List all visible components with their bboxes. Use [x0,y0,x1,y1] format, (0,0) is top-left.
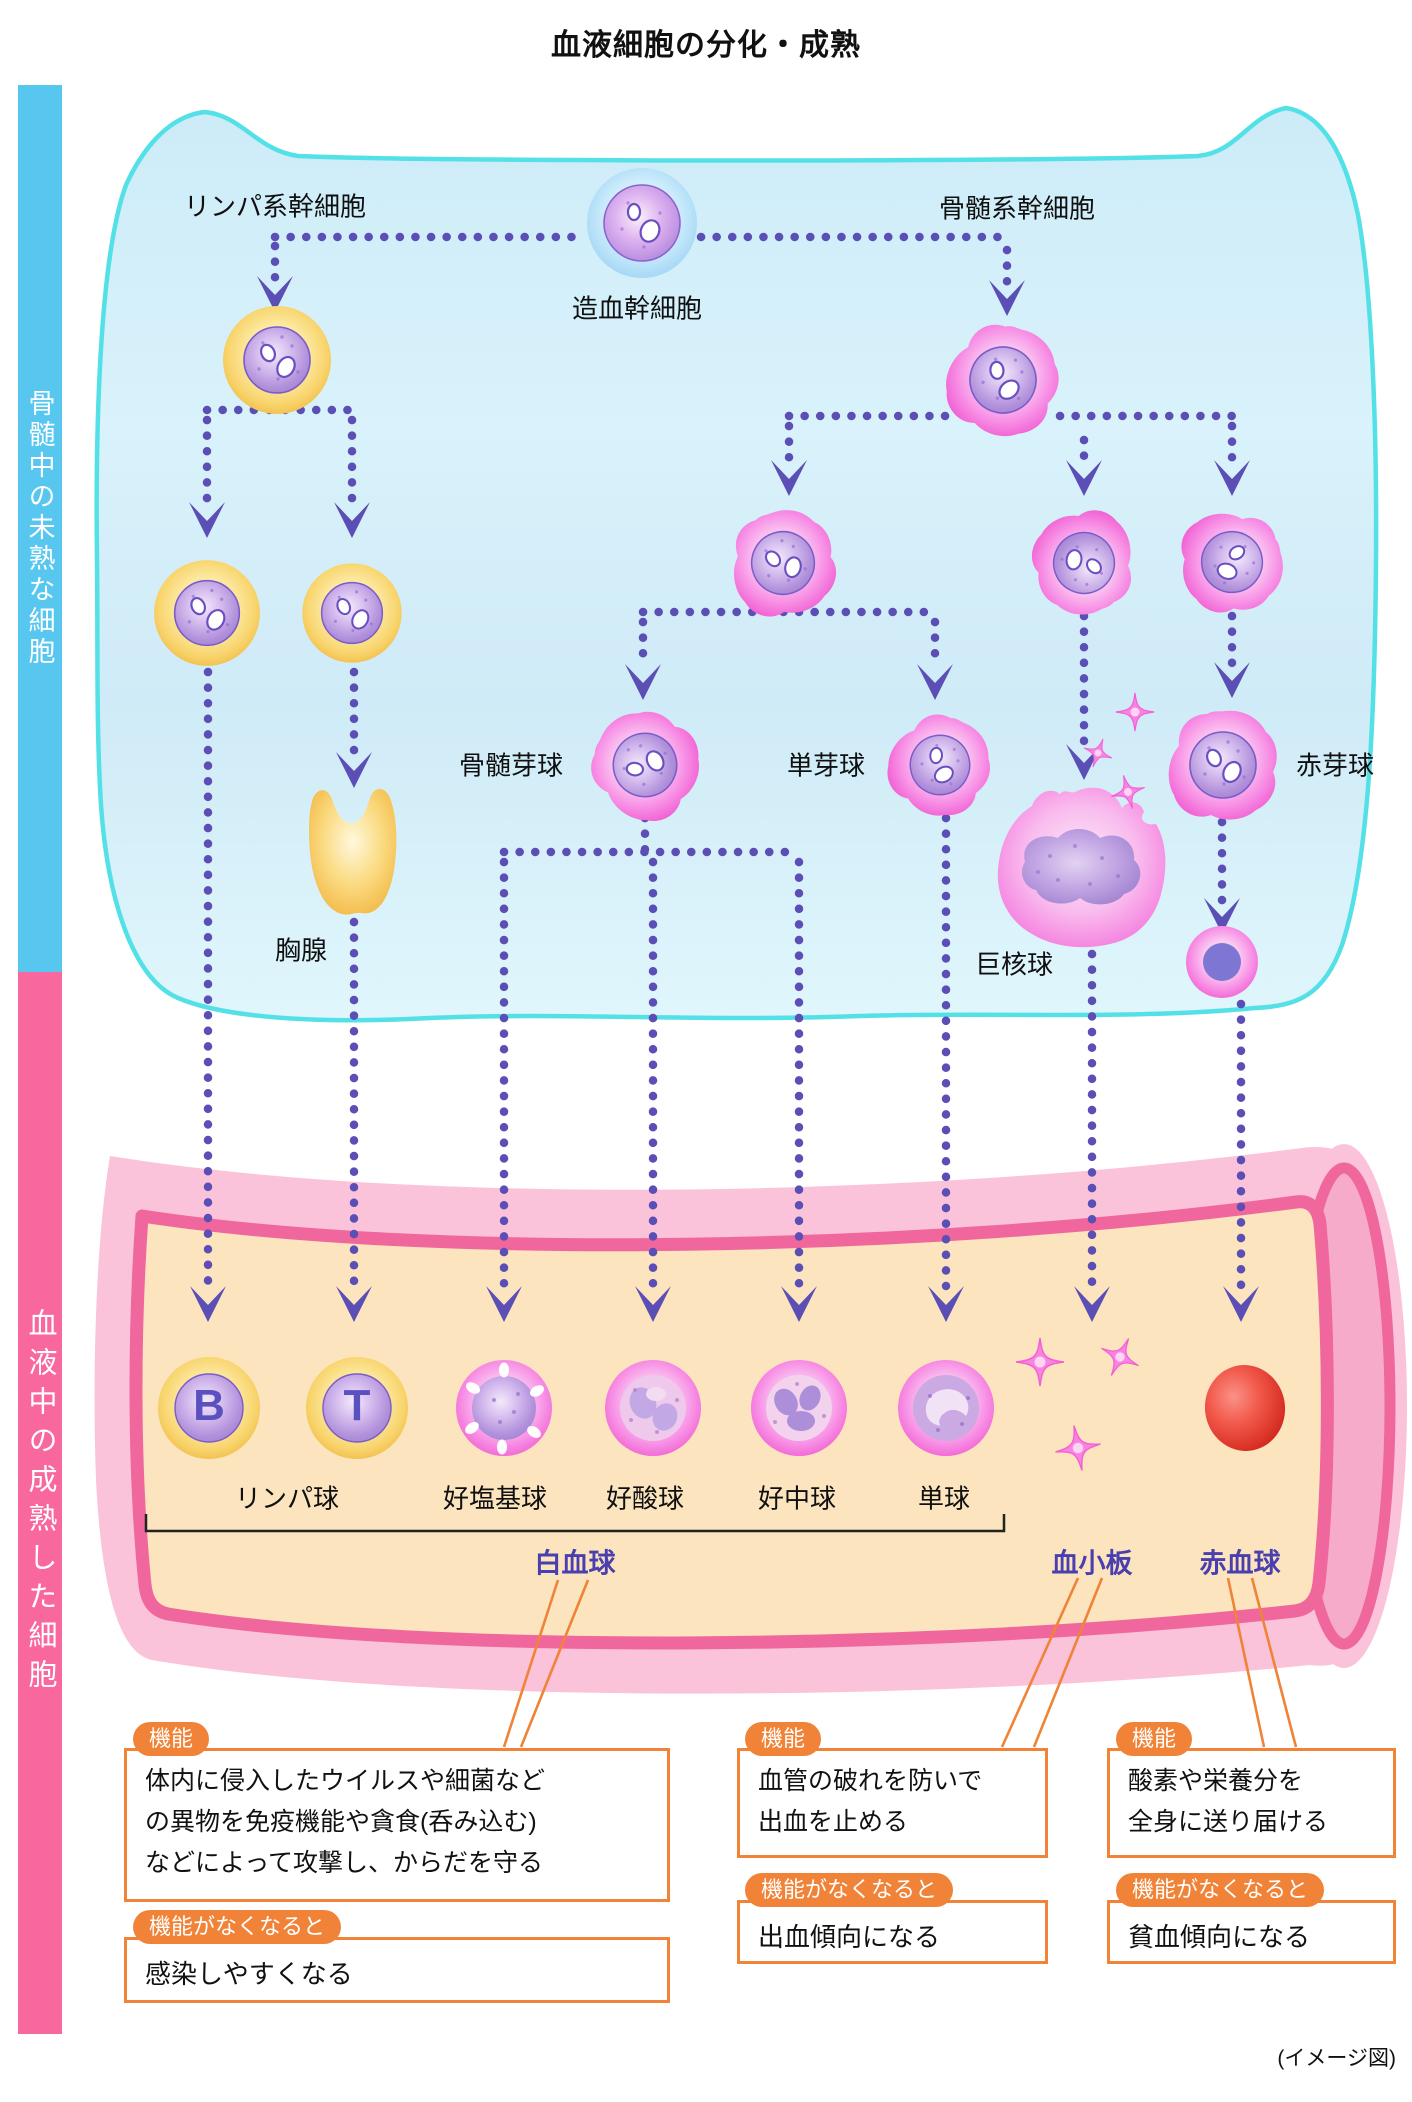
label-myeloid-stem: 骨髄系幹細胞 [938,193,1096,224]
wbc-function-line: 体内に侵入したウイルスや細菌など [145,1767,546,1795]
rbc-function-line: 全身に送り届ける [1128,1808,1329,1836]
b-cell-letter: B [193,1381,225,1430]
lymphoid-progenitor-b [154,560,260,666]
label-neutrophil: 好中球 [757,1483,837,1514]
label-thymus: 胸腺 [274,935,328,966]
page-title: 血液細胞の分化・成熟 [551,29,861,62]
label-basophil: 好塩基球 [442,1483,548,1514]
reticulocyte-cell [1186,926,1258,998]
vessel-lumen [129,1195,1334,1650]
sidebar-immature-label: 骨髄中の未熟な細胞 [24,389,55,668]
thymus-shape [309,789,397,915]
wbc-bracket [144,1514,1006,1533]
platelet-function-line: 出血を止める [758,1808,909,1836]
rbc-function-line: 酸素や栄養分を [1128,1767,1304,1795]
rbc-function-tag: 機能 [1116,1722,1193,1756]
platelet-function-tag: 機能 [745,1722,822,1756]
platelet-loss-tag: 機能がなくなると [745,1873,954,1907]
megakaryocyte-cell [997,787,1166,948]
callout-funnels [502,1577,1298,1748]
sidebar-mature-label: 血液中の成熟した細胞 [24,1308,56,1698]
sidebar-immature-cells-bar: 骨髄中の未熟な細胞 [18,85,62,972]
image-note: (イメージ図) [1277,2047,1396,2070]
label-eosinophil: 好酸球 [605,1483,685,1514]
neutrophil-cell [751,1360,847,1456]
platelet-loss-text: 出血傾向になる [758,1922,941,1952]
erythroblast-cell [1169,711,1277,820]
eosinophil-cell [605,1360,701,1456]
label-myeloblast: 骨髄芽球 [458,750,564,781]
platelet-loss-box: 出血傾向になる [737,1900,1048,1964]
wbc-function-line: の異物を免疫機能や貪食(呑み込む) [145,1808,537,1836]
label-lymphocyte: リンパ球 [234,1483,340,1514]
lymphoid-progenitor-t [302,563,401,662]
lymphoid-stem-cell [223,306,331,414]
label-monoblast: 単芽球 [786,750,866,781]
wbc-function-box: 体内に侵入したウイルスや細菌など の異物を免疫機能や貪食(呑み込む) などによっ… [124,1748,670,1902]
wbc-function-tag: 機能 [133,1722,210,1756]
label-hsc: 造血幹細胞 [571,293,703,324]
rbc-cell [1204,1365,1286,1451]
t-cell-letter: T [343,1381,371,1430]
label-erythroblast: 赤芽球 [1295,750,1375,781]
connector-lines [202,232,1246,1291]
platelet-function-line: 血管の破れを防いで [758,1767,983,1795]
label-lymphoid-stem: リンパ系幹細胞 [183,191,367,222]
rbc-loss-text: 貧血傾向になる [1128,1922,1311,1952]
label-monocyte: 単球 [917,1483,971,1514]
hsc-cell [587,168,697,278]
label-wbc-group: 白血球 [534,1548,616,1579]
wbc-loss-text: 感染しやすくなる [145,1959,353,1989]
rbc-loss-tag: 機能がなくなると [1116,1873,1325,1907]
wbc-loss-tag: 機能がなくなると [133,1910,342,1944]
blood-vessel [94,1144,1407,1694]
monocyte-cell [898,1360,994,1456]
platelet-function-box: 血管の破れを防いで 出血を止める [737,1748,1048,1858]
wbc-loss-box: 感染しやすくなる [124,1937,670,2003]
arrowheads [189,276,1259,1322]
rbc-loss-box: 貧血傾向になる [1107,1900,1396,1964]
label-megakaryocyte: 巨核球 [974,949,1054,980]
basophil-cell [456,1360,552,1456]
sidebar-mature-cells-bar: 血液中の成熟した細胞 [18,972,62,2034]
label-platelet-group: 血小板 [1051,1548,1133,1579]
label-rbc-group: 赤血球 [1199,1548,1281,1579]
wbc-function-line: などによって攻撃し、からだを守る [145,1849,544,1877]
rbc-function-box: 酸素や栄養分を 全身に送り届ける [1107,1748,1396,1858]
